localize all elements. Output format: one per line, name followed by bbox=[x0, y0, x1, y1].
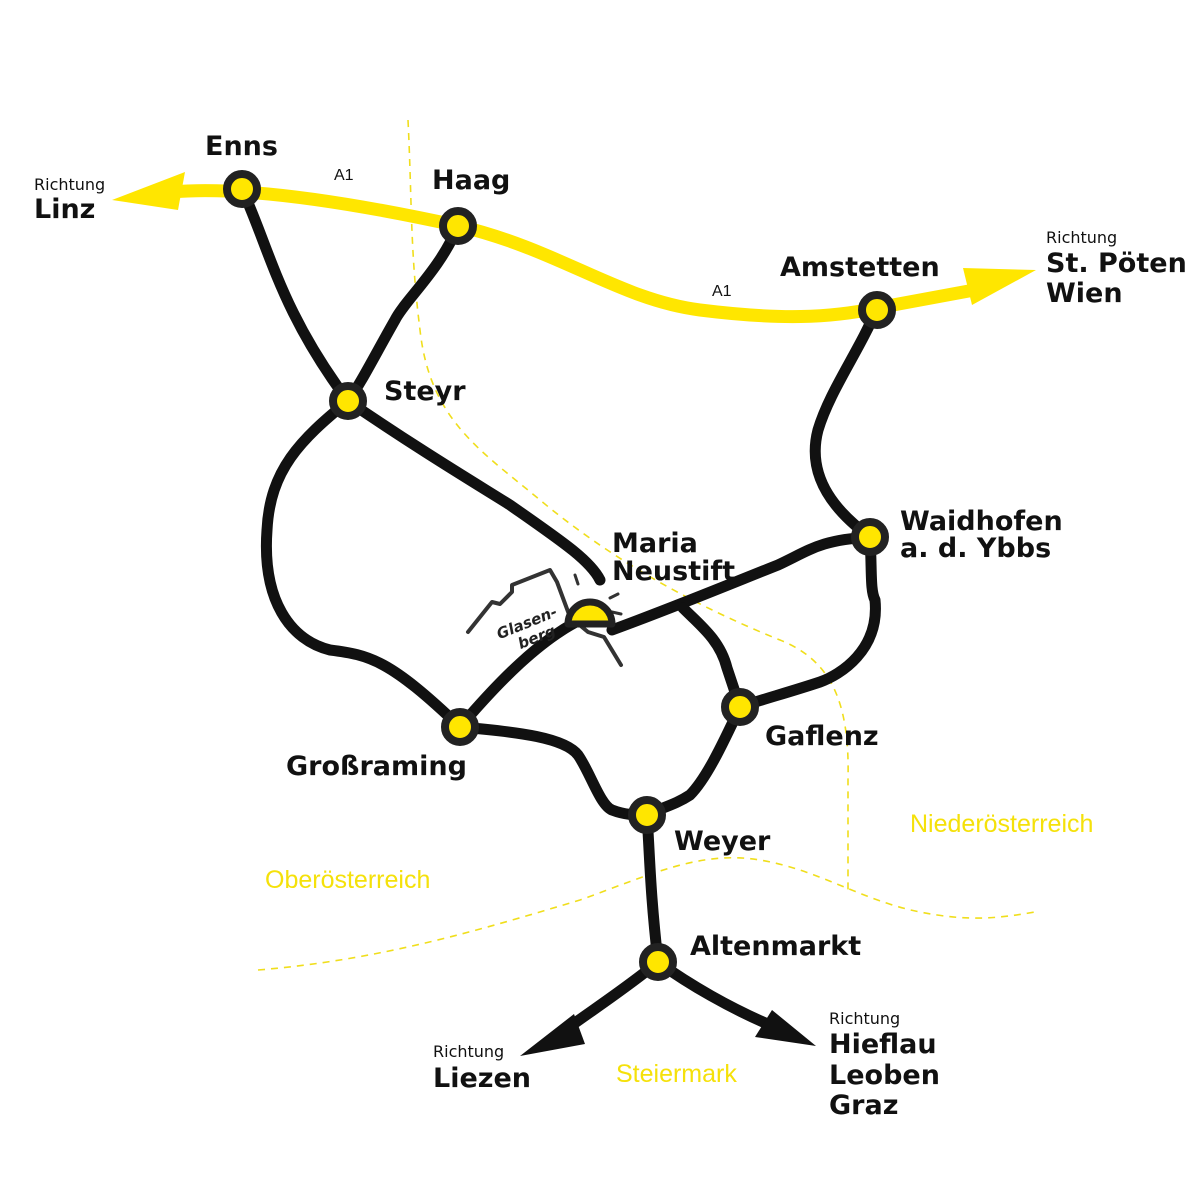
town-label-amstetten: Amstetten bbox=[780, 252, 940, 283]
direction-destination: Hieflau bbox=[829, 1029, 937, 1060]
town-label-haag: Haag bbox=[432, 165, 510, 196]
direction-prefix: Richtung bbox=[433, 1042, 504, 1061]
road-steyr-grossraming bbox=[260, 395, 466, 733]
town-label-enns: Enns bbox=[205, 131, 278, 162]
location-dot-icon[interactable] bbox=[223, 170, 261, 208]
road-steyr-mariaeustift bbox=[342, 395, 606, 586]
town-label-weyer: Weyer bbox=[674, 826, 771, 857]
highway-label: A1 bbox=[334, 167, 354, 184]
town-label-grossraming: Großraming bbox=[286, 751, 467, 782]
location-dot-icon[interactable] bbox=[858, 291, 896, 329]
town-label-maria-neustift: Neustift bbox=[612, 556, 735, 587]
location-dot-icon[interactable] bbox=[721, 688, 759, 726]
town-labels: Enns Haag Amstetten Steyr Maria Neustift… bbox=[205, 131, 1063, 962]
town-label-waidhofen: Waidhofen bbox=[900, 506, 1063, 537]
direction-destination: Linz bbox=[34, 194, 95, 225]
border-ooe-noe-north bbox=[407, 119, 849, 890]
road-haag-steyr bbox=[342, 220, 464, 407]
location-dot-icon[interactable] bbox=[564, 598, 616, 628]
road-grossraming-mariaeustift bbox=[454, 614, 586, 733]
town-label-altenmarkt: Altenmarkt bbox=[690, 931, 861, 962]
regional-borders bbox=[257, 119, 1036, 971]
direction-arrow-icon bbox=[112, 172, 185, 210]
town-nodes bbox=[223, 170, 896, 981]
highway-a1 bbox=[112, 172, 1036, 324]
road-network bbox=[236, 183, 883, 1056]
road-weyer-altenmarkt bbox=[641, 809, 664, 968]
road-grossraming-weyer bbox=[454, 721, 653, 821]
direction-destination: Graz bbox=[829, 1090, 898, 1121]
a1-route bbox=[165, 184, 992, 324]
region-labels: Oberösterreich Niederösterreich Steierma… bbox=[265, 810, 1093, 1088]
direction-destination: Leoben bbox=[829, 1060, 940, 1091]
road-mariaeustift-waidhofen bbox=[606, 531, 876, 636]
direction-prefix: Richtung bbox=[829, 1009, 900, 1028]
region-label-oberoesterreich: Oberösterreich bbox=[265, 866, 430, 894]
region-label-steiermark: Steiermark bbox=[616, 1060, 737, 1088]
direction-arrow-icon bbox=[520, 1014, 585, 1056]
location-dot-icon[interactable] bbox=[329, 382, 367, 420]
town-label-gaflenz: Gaflenz bbox=[765, 721, 879, 752]
location-dot-icon[interactable] bbox=[439, 207, 477, 245]
direction-destination: Wien bbox=[1046, 278, 1123, 309]
location-dot-icon[interactable] bbox=[851, 518, 889, 556]
road-gaflenz-weyer bbox=[641, 701, 746, 821]
road-enns-steyr bbox=[236, 183, 354, 407]
highway-label: A1 bbox=[712, 283, 732, 300]
direction-destination: Liezen bbox=[433, 1063, 531, 1094]
road-altenmarkt-hieflau bbox=[652, 956, 776, 1031]
mountain-icon bbox=[466, 568, 623, 667]
town-label-steyr: Steyr bbox=[384, 376, 466, 407]
town-label-maria-neustift: Maria bbox=[612, 528, 698, 559]
direction-arrow-icon bbox=[755, 1010, 816, 1046]
direction-destination: St. Pöten bbox=[1046, 248, 1187, 279]
road-amstetten-waidhofen bbox=[809, 302, 883, 543]
town-label-waidhofen: a. d. Ybbs bbox=[900, 533, 1051, 564]
direction-arrow-icon bbox=[963, 268, 1036, 305]
location-dot-icon[interactable] bbox=[441, 708, 479, 746]
location-dot-icon[interactable] bbox=[628, 796, 666, 834]
direction-prefix: Richtung bbox=[34, 175, 105, 194]
direction-labels: Richtung Linz Richtung St. Pöten Wien Ri… bbox=[34, 175, 1187, 1121]
region-label-niederoesterreich: Niederösterreich bbox=[910, 810, 1093, 838]
road-waidhofen-gaflenz bbox=[734, 531, 881, 713]
direction-prefix: Richtung bbox=[1046, 228, 1117, 247]
location-dot-icon[interactable] bbox=[639, 943, 677, 981]
road-mariaeustift-gaflenz bbox=[677, 602, 746, 713]
